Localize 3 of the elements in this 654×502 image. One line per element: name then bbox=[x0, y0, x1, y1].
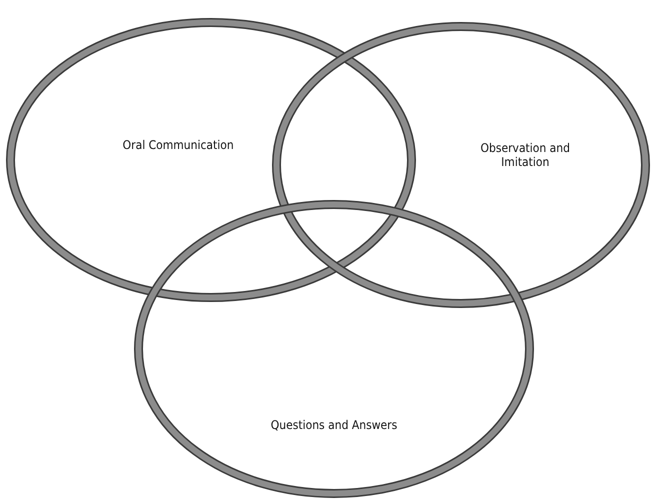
set-label: Observation and Imitation bbox=[480, 142, 571, 170]
set-label: Questions and Answers bbox=[270, 420, 398, 434]
set-label: Oral Communication bbox=[122, 138, 235, 153]
